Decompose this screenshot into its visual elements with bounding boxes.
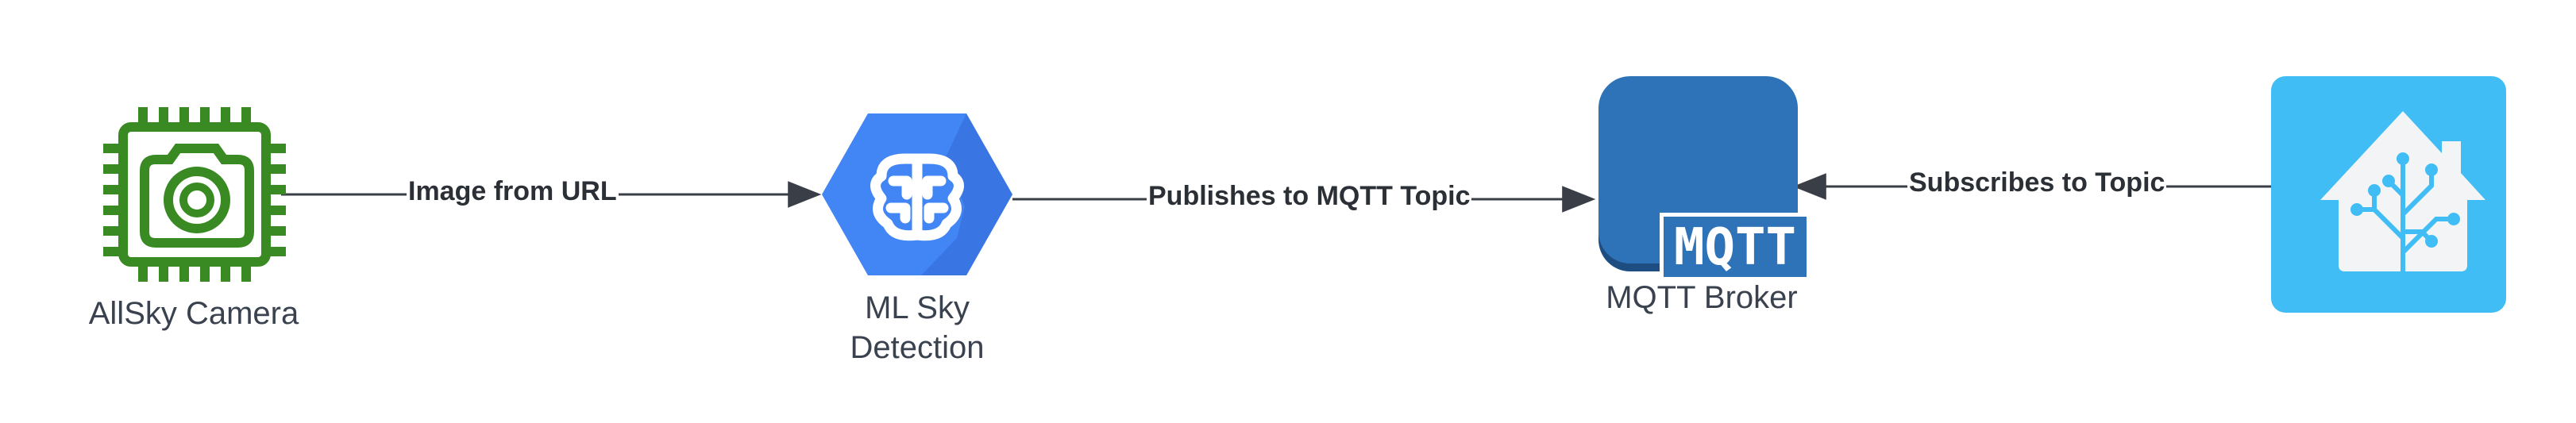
mqtt-badge-text: MQTT [1674, 218, 1796, 277]
home-assistant-icon [2271, 76, 2506, 313]
mqtt-broker-icon: MQTT [1598, 76, 1807, 278]
broker-label: MQTT Broker [1606, 280, 1798, 315]
edge-label-image-from-url: Image from URL [407, 175, 619, 207]
ml-label-line1: ML Sky [865, 290, 970, 325]
camera-chip-icon [103, 107, 286, 282]
brain-hexagon-icon [822, 113, 1012, 275]
edge-label-publishes-to-mqtt: Publishes to MQTT Topic [1147, 180, 1472, 212]
edge-label-subscribes-to-topic: Subscribes to Topic [1907, 167, 2167, 198]
ml-label-line2: Detection [850, 330, 985, 365]
camera-label: AllSky Camera [88, 296, 299, 331]
